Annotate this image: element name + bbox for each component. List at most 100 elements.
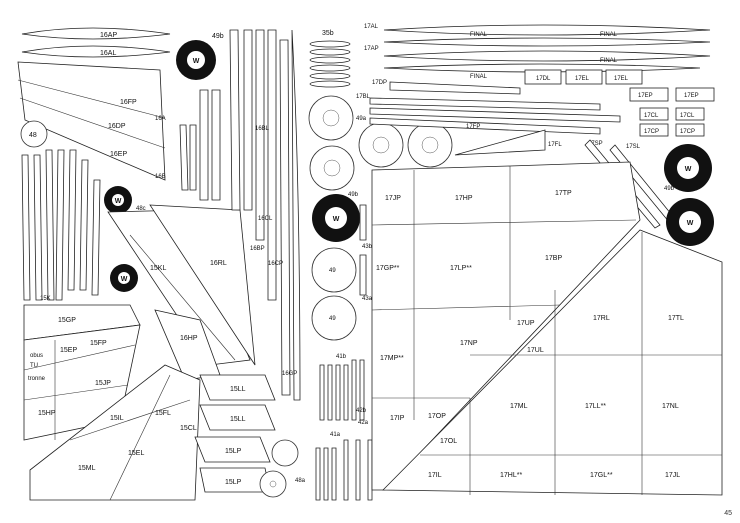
label-final-a: FINAL (470, 32, 488, 38)
label-15fl: 15FL (155, 410, 171, 417)
label-15k: 15K (40, 296, 51, 302)
roundel-small-1: W (104, 186, 132, 214)
label-43a: 43a (362, 296, 373, 302)
label-17jl: 17JL (665, 472, 680, 479)
label-17ap: 17AP (364, 46, 379, 52)
roundel-letter: W (685, 166, 692, 173)
label-41a: 41a (330, 432, 341, 438)
label-15cl: 15CL (180, 425, 197, 432)
parts-17dp-17bl: 17DP 17BL (356, 80, 621, 135)
label-15ll-a: 15LL (230, 386, 246, 393)
label-42a: 42a (358, 420, 369, 426)
label-16gp: 16GP (282, 371, 297, 377)
part-16ap: 16AP (21, 27, 171, 40)
label-16bp: 16BP (250, 246, 265, 252)
roundel-small-2: W (110, 264, 138, 292)
label-16al: 16AL (100, 50, 116, 57)
label-16ep: 16EP (110, 151, 127, 158)
label-15gp: 15GP (58, 317, 76, 324)
roundel-letter: W (333, 216, 340, 223)
label-17el-a: 17EL (575, 76, 590, 82)
label-15lp-b: 15LP (225, 479, 242, 486)
wing-panel-15: 15GP 15EP 15FP 15JP 15HP obus TU tronne (23, 304, 141, 441)
label-17il: 17IL (428, 472, 442, 479)
label-16fp: 16FP (120, 99, 137, 106)
label-17al: 17AL (364, 24, 379, 30)
label-obus: obus (30, 353, 43, 359)
roundel-right-2: W (666, 198, 714, 246)
label-17rl: 17RL (593, 315, 610, 322)
covering-grid-17l: 17RL 17TL 17UL 17OL 17ML 17LL** 17NL 17I… (382, 229, 723, 496)
label-tronne: tronne (28, 376, 46, 382)
label-17ep-b: 17EP (684, 93, 699, 99)
label-49a-mid: 49a (356, 116, 367, 122)
label-16b: 16B (155, 174, 166, 180)
label-17mp: 17MP** (380, 355, 404, 362)
roundel-letter: W (193, 58, 200, 65)
label-15jp: 15JP (95, 380, 111, 387)
wheel-49-a: 49 (311, 247, 357, 293)
wing-panel-16: 16FP 16DP 16EP 16A 16B (17, 61, 166, 181)
label-17fp: 17FP (466, 124, 480, 130)
label-17ll: 17LL** (585, 403, 606, 410)
wheel-48a: 48a (259, 439, 306, 498)
label-17fl: 17FL (548, 142, 562, 148)
label-17cl-a: 17CL (644, 113, 659, 119)
wheel-49a (308, 95, 354, 141)
label-17hp: 17HP (455, 195, 473, 202)
label-17cl-b: 17CL (680, 113, 695, 119)
label-17ul: 17UL (527, 347, 544, 354)
covering-grid-17: 17JP 17HP 17TP 17GP** 17LP** 17BP 17MP**… (371, 161, 641, 491)
label-17sp: 17SP (588, 141, 603, 147)
label-final-c: FINAL (470, 74, 488, 80)
label-17cp-a: 17CP (644, 129, 659, 135)
label-15ml: 15ML (78, 465, 96, 472)
label-tu: TU (30, 363, 38, 369)
label-17dl: 17DL (536, 76, 551, 82)
label-35b: 35b (322, 30, 334, 37)
label-17ep-a: 17EP (638, 93, 653, 99)
roundel-top: W (176, 40, 216, 80)
part-16al: 16AL (21, 45, 171, 58)
label-16cl: 16CL (258, 216, 273, 222)
center-stringers: 16CL 16BL 16BP 16CP 16GP (179, 29, 301, 401)
label-15fp: 15FP (90, 340, 107, 347)
strut-group-left: 15K (21, 149, 101, 302)
label-42b: 42b (356, 408, 367, 414)
parts-17dl-17el: 17DL 17EL 17EL (524, 69, 643, 85)
label-17jp: 17JP (385, 195, 401, 202)
label-final-d: FINAL (600, 58, 618, 64)
label-15il: 15IL (110, 415, 124, 422)
label-48: 48 (29, 132, 37, 139)
parts-17ep-17cl-17cp: 17EP 17EP 17CL 17CL 17CP 17CP (629, 87, 715, 137)
label-final-b: FINAL (600, 32, 618, 38)
parts-35b: 35b (309, 30, 351, 88)
label-16rl: 16RL (210, 260, 227, 267)
roundel-mid: W (312, 194, 360, 242)
label-48c: 48c (136, 206, 146, 212)
label-16bl: 16BL (255, 126, 270, 132)
label-17dp: 17DP (372, 80, 387, 86)
longeron-17al: 17AL FINAL FINAL (364, 24, 711, 47)
label-15hp: 15HP (38, 410, 56, 417)
wheels-49-right (358, 122, 453, 168)
label-17op: 17OP (428, 413, 446, 420)
roundel-right-1: W (664, 144, 712, 192)
label-17gp: 17GP** (376, 265, 400, 272)
label-15ll-b: 15LL (230, 416, 246, 423)
label-17sl: 17SL (626, 144, 641, 150)
label-15lp-a: 15LP (225, 448, 242, 455)
label-17hl: 17HL** (500, 472, 522, 479)
roundel-letter: W (115, 198, 122, 205)
label-17lp: 17LP** (450, 265, 472, 272)
label-49b-mid: 49b (348, 192, 359, 198)
label-16a: 16A (155, 116, 166, 122)
label-16ap: 16AP (100, 32, 117, 39)
small-pieces-41-43: 41b 42b 42a 41a 43b 43a (315, 204, 373, 501)
label-16hp: 16HP (180, 335, 198, 342)
roundel-letter: W (121, 276, 128, 283)
label-49-a: 49 (329, 268, 336, 274)
label-49-b: 49 (329, 316, 336, 322)
roundel-letter: W (687, 220, 694, 227)
